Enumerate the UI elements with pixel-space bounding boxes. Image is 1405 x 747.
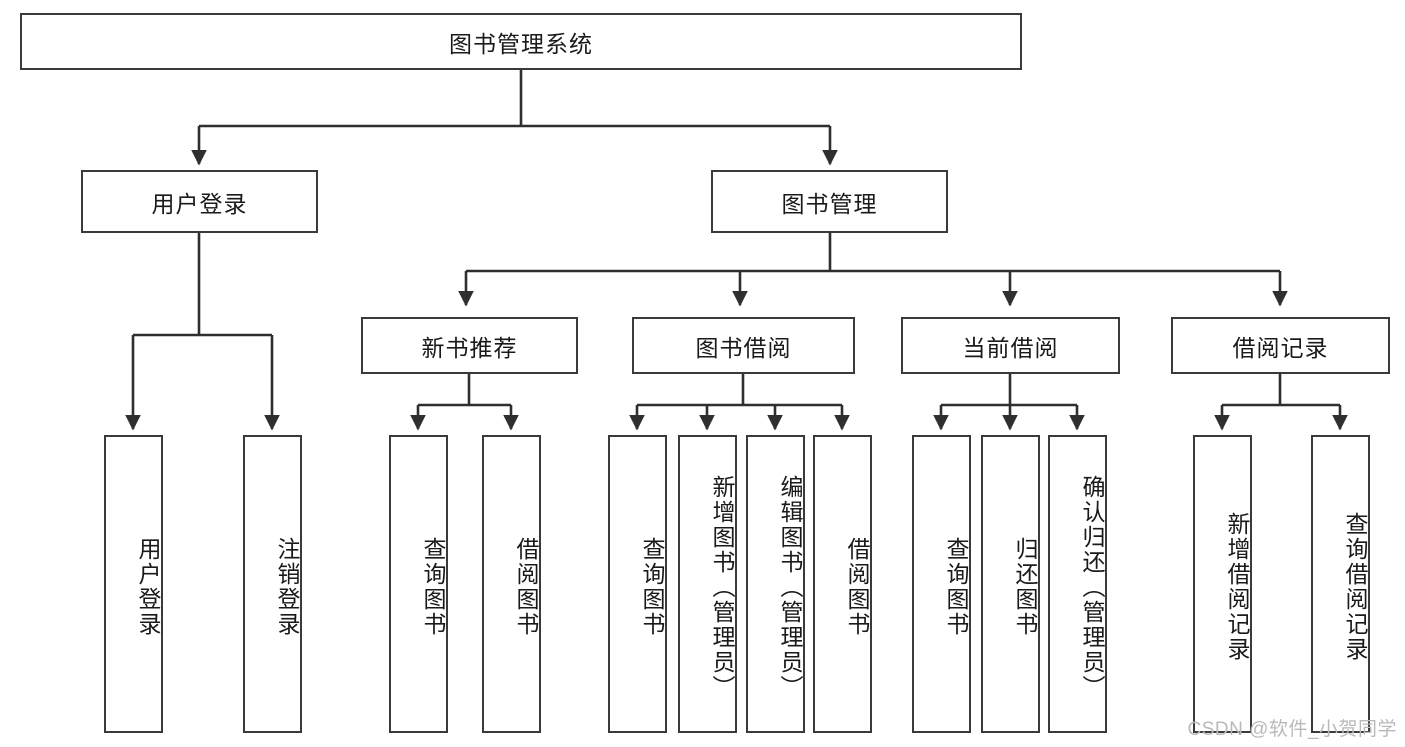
leaf-borrow-record-2-label: 查询借阅记录 — [1342, 512, 1368, 662]
leaf-user-login-2-label: 注销登录 — [274, 537, 300, 637]
node-book-management-label: 图书管理 — [781, 190, 878, 217]
leaf-current-borrow-1[interactable]: 查询图书 — [912, 435, 971, 733]
leaf-book-borrow-2-label: 新增图书（管理员） — [709, 474, 735, 700]
node-user-login-label: 用户登录 — [151, 190, 248, 217]
node-new-book-recommend[interactable]: 新书推荐 — [361, 317, 578, 374]
leaf-current-borrow-2[interactable]: 归还图书 — [981, 435, 1040, 733]
leaf-new-book-2-label: 借阅图书 — [513, 537, 539, 637]
node-current-borrow-label: 当前借阅 — [962, 334, 1059, 361]
node-user-login[interactable]: 用户登录 — [81, 170, 318, 233]
node-borrow-record[interactable]: 借阅记录 — [1171, 317, 1390, 374]
leaf-book-borrow-3-label: 编辑图书（管理员） — [777, 474, 803, 700]
leaf-new-book-2[interactable]: 借阅图书 — [482, 435, 541, 733]
node-new-book-recommend-label: 新书推荐 — [421, 334, 518, 361]
node-book-management[interactable]: 图书管理 — [711, 170, 948, 233]
node-root[interactable]: 图书管理系统 — [20, 13, 1022, 70]
leaf-current-borrow-1-label: 查询图书 — [943, 537, 969, 637]
node-current-borrow[interactable]: 当前借阅 — [901, 317, 1120, 374]
leaf-borrow-record-1-label: 新增借阅记录 — [1224, 512, 1250, 662]
leaf-user-login-2[interactable]: 注销登录 — [243, 435, 302, 733]
leaf-new-book-1-label: 查询图书 — [420, 537, 446, 637]
leaf-current-borrow-2-label: 归还图书 — [1012, 537, 1038, 637]
leaf-borrow-record-2[interactable]: 查询借阅记录 — [1311, 435, 1370, 733]
leaf-user-login-1[interactable]: 用户登录 — [104, 435, 163, 733]
leaf-new-book-1[interactable]: 查询图书 — [389, 435, 448, 733]
leaf-current-borrow-3[interactable]: 确认归还（管理员） — [1048, 435, 1107, 733]
leaf-user-login-1-label: 用户登录 — [135, 537, 161, 637]
leaf-book-borrow-3[interactable]: 编辑图书（管理员） — [746, 435, 805, 733]
node-root-label: 图书管理系统 — [449, 30, 593, 57]
leaf-book-borrow-4[interactable]: 借阅图书 — [813, 435, 872, 733]
leaf-borrow-record-1[interactable]: 新增借阅记录 — [1193, 435, 1252, 733]
leaf-book-borrow-1-label: 查询图书 — [639, 537, 665, 637]
node-borrow-record-label: 借阅记录 — [1232, 334, 1329, 361]
node-book-borrow-label: 图书借阅 — [695, 334, 792, 361]
leaf-current-borrow-3-label: 确认归还（管理员） — [1079, 474, 1105, 700]
leaf-book-borrow-2[interactable]: 新增图书（管理员） — [678, 435, 737, 733]
leaf-book-borrow-1[interactable]: 查询图书 — [608, 435, 667, 733]
node-book-borrow[interactable]: 图书借阅 — [632, 317, 855, 374]
leaf-book-borrow-4-label: 借阅图书 — [844, 537, 870, 637]
